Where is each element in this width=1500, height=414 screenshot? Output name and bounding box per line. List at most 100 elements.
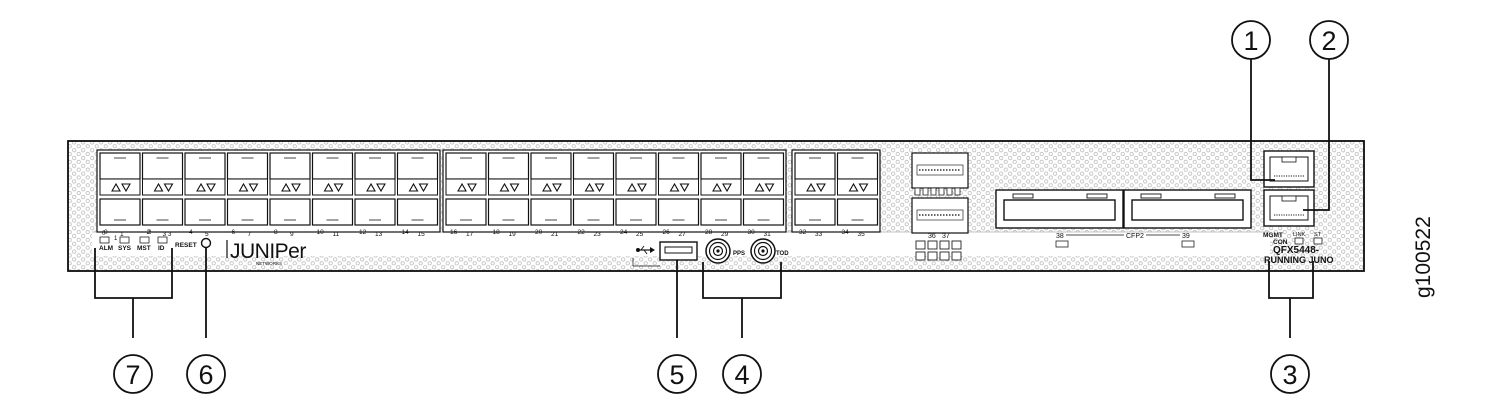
- qsfp-status-leds: [914, 187, 961, 196]
- sfp-port-4[interactable]: [184, 152, 226, 180]
- sfp-port-8[interactable]: [269, 152, 311, 180]
- sfp-port-3[interactable]: [141, 198, 184, 226]
- sfp-port-5[interactable]: [184, 198, 226, 226]
- sfp-port-18[interactable]: [487, 152, 530, 180]
- sfp-port-19[interactable]: [487, 198, 530, 226]
- port-led-arrows: [142, 178, 183, 196]
- sfp-port-29[interactable]: [700, 198, 742, 226]
- sfp-port-15[interactable]: [396, 198, 439, 226]
- sfp-port-31[interactable]: [742, 198, 785, 226]
- cfp2-port-38[interactable]: [995, 189, 1124, 229]
- sfp-port-13[interactable]: [354, 198, 396, 226]
- mgmt-port[interactable]: [1263, 150, 1315, 188]
- port-number-label: 23: [594, 231, 602, 238]
- port-number-label: 26: [663, 229, 671, 236]
- cfp2-label-38: 38: [1056, 233, 1064, 240]
- qsfp-label-37: 37: [942, 233, 950, 240]
- port-number-label: 14: [402, 229, 410, 236]
- port-number-label: 35: [858, 231, 866, 238]
- sfp-port-33[interactable]: [794, 198, 836, 226]
- port-number-label: 30: [748, 229, 756, 236]
- status-led-panel: [99, 236, 168, 244]
- port-number-label: 34: [842, 229, 850, 236]
- sfp-port-11[interactable]: [311, 198, 354, 226]
- callout-3: 3: [1270, 354, 1310, 394]
- cfp2-led-39: [1181, 240, 1195, 248]
- pps-connector[interactable]: [705, 238, 731, 264]
- port-number-label: 3: [163, 231, 167, 238]
- port-number-label: 9: [290, 231, 294, 238]
- callout-6: 6: [186, 354, 226, 394]
- callout-7: 7: [113, 354, 153, 394]
- callout-leaders: [94, 59, 1330, 338]
- sfp-port-14[interactable]: [396, 152, 439, 180]
- sfp-port-20[interactable]: [530, 152, 572, 180]
- port-number-label: 17: [466, 231, 474, 238]
- sfp-port-2[interactable]: [141, 152, 184, 180]
- sfp-port-12[interactable]: [354, 152, 396, 180]
- tod-connector[interactable]: [750, 238, 776, 264]
- port-number-label: 8: [274, 229, 278, 236]
- sfp-port-6[interactable]: [226, 152, 269, 180]
- sfp-port-16[interactable]: [445, 152, 487, 180]
- sfp-port-1[interactable]: [99, 198, 141, 226]
- sfp-port-35[interactable]: [836, 198, 879, 226]
- qsfp-port-36[interactable]: [911, 152, 969, 189]
- sfp-port-7[interactable]: [226, 198, 269, 226]
- sfp-port-9[interactable]: [269, 198, 311, 226]
- sfp-port-25[interactable]: [615, 198, 657, 226]
- port-number-label: 19: [509, 231, 517, 238]
- console-port[interactable]: [1263, 189, 1315, 227]
- juniper-logo: JUNIPer: [230, 240, 306, 263]
- led-number-0: 0: [102, 231, 106, 237]
- sfp-port-24[interactable]: [615, 152, 657, 180]
- sfp-port-28[interactable]: [700, 152, 742, 180]
- mgmt-label: MGMT: [1263, 232, 1283, 239]
- sfp-port-34[interactable]: [836, 152, 879, 180]
- svg-text:3: 3: [1282, 360, 1297, 390]
- sys-label: SYS: [118, 245, 132, 252]
- port-number-label: 13: [375, 231, 383, 238]
- led-number-3: 3: [168, 232, 172, 238]
- port-led-arrows: [184, 178, 226, 196]
- sfp-port-22[interactable]: [572, 152, 615, 180]
- sfp-port-23[interactable]: [572, 198, 615, 226]
- alm-label: ALM: [99, 245, 113, 252]
- reset-button[interactable]: [200, 237, 212, 249]
- port-number-label: 28: [705, 229, 713, 236]
- port-number-label: 24: [620, 229, 628, 236]
- qsfp-port-37[interactable]: [911, 197, 969, 234]
- status-led: [1313, 237, 1323, 245]
- port-number-label: 21: [551, 231, 559, 238]
- sfp-port-26[interactable]: [657, 152, 700, 180]
- port-number-label: 10: [317, 229, 325, 236]
- sfp-port-0[interactable]: [99, 152, 141, 180]
- sfp-port-17[interactable]: [445, 198, 487, 226]
- port-number-label: 31: [764, 231, 772, 238]
- port-number-label: 29: [721, 231, 729, 238]
- port-number-label: 33: [815, 231, 823, 238]
- mst-label: MST: [137, 245, 151, 252]
- svg-text:5: 5: [669, 360, 684, 390]
- port-led-arrows: [700, 178, 742, 196]
- cfp2-port-39[interactable]: [1123, 189, 1252, 229]
- port-led-arrows: [794, 178, 836, 196]
- pps-label: PPS: [733, 251, 745, 257]
- sfp-port-21[interactable]: [530, 198, 572, 226]
- sfp-port-10[interactable]: [311, 152, 354, 180]
- port-number-label: 2: [147, 229, 151, 236]
- sfp-port-32[interactable]: [794, 152, 836, 180]
- sfp-port-27[interactable]: [657, 198, 700, 226]
- port-led-arrows: [269, 178, 311, 196]
- port-number-label: 12: [359, 229, 367, 236]
- sfp-port-30[interactable]: [742, 152, 785, 180]
- port-number-label: 7: [248, 231, 252, 238]
- svg-text:6: 6: [198, 360, 213, 390]
- port-number-label: 16: [450, 229, 458, 236]
- svg-text:2: 2: [1321, 26, 1336, 56]
- port-led-arrows: [99, 178, 141, 196]
- figure-id: g100522: [1412, 216, 1435, 298]
- usb-port[interactable]: [659, 241, 698, 261]
- port-number-label: 4: [189, 229, 193, 236]
